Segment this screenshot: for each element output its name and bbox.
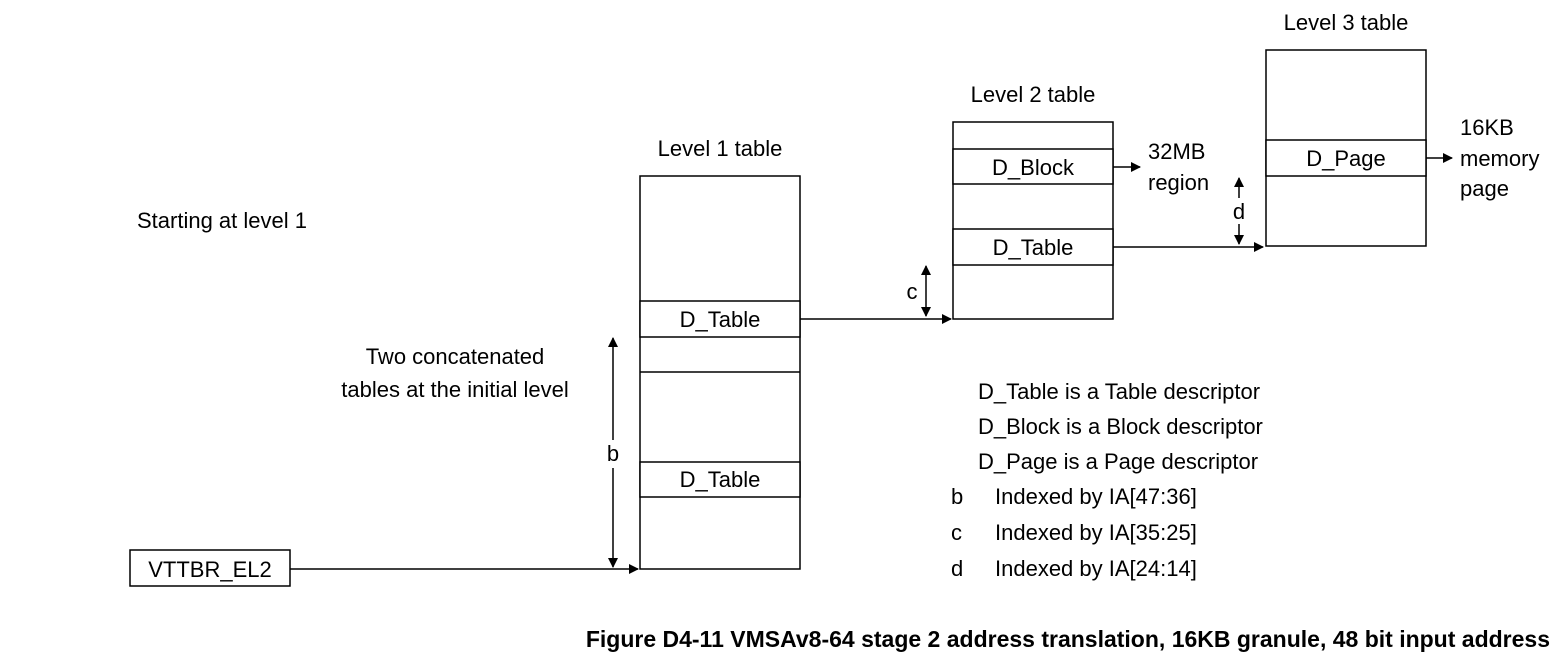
- concat-note-line1: Two concatenated: [366, 344, 545, 369]
- figure-caption: Figure D4-11 VMSAv8-64 stage 2 address t…: [586, 626, 1550, 652]
- level3-title: Level 3 table: [1284, 10, 1409, 35]
- level3-table: D_Page: [1265, 49, 1427, 247]
- legend-index-text-d: Indexed by IA[24:14]: [995, 556, 1197, 581]
- level2-table-entry-label: D_Table: [993, 235, 1074, 260]
- level1-entry-top-label: D_Table: [680, 307, 761, 332]
- index-c-label: c: [907, 279, 918, 304]
- legend-index-key-d: d: [951, 556, 963, 581]
- legend-descriptor-table: D_Table is a Table descriptor: [978, 379, 1260, 404]
- vttbr-el2-label: VTTBR_EL2: [148, 557, 272, 582]
- legend-index-text-c: Indexed by IA[35:25]: [995, 520, 1197, 545]
- page-output-line3: page: [1460, 176, 1509, 201]
- vttbr-el2-register: VTTBR_EL2: [129, 549, 291, 587]
- level2-table-entry: [952, 228, 1114, 266]
- level2-title: Level 2 table: [971, 82, 1096, 107]
- level1-entry-bottom: [639, 461, 801, 498]
- index-d-label: d: [1233, 199, 1245, 224]
- level2-table: D_Block D_Table: [952, 121, 1114, 320]
- block-output-line2: region: [1148, 170, 1209, 195]
- level1-entry-bottom-label: D_Table: [680, 467, 761, 492]
- legend-index-key-b: b: [951, 484, 963, 509]
- legend: D_Table is a Table descriptor D_Block is…: [951, 379, 1263, 581]
- block-output-line1: 32MB: [1148, 139, 1205, 164]
- legend-descriptor-block: D_Block is a Block descriptor: [978, 414, 1263, 439]
- legend-descriptor-page: D_Page is a Page descriptor: [978, 449, 1258, 474]
- level1-entry-top: [639, 300, 801, 338]
- legend-index-key-c: c: [951, 520, 962, 545]
- level2-block-entry-label: D_Block: [992, 155, 1075, 180]
- start-label: Starting at level 1: [137, 208, 307, 233]
- concat-note-line2: tables at the initial level: [341, 377, 568, 402]
- index-b-label: b: [607, 441, 619, 466]
- page-output-line2: memory: [1460, 146, 1539, 171]
- legend-index-text-b: Indexed by IA[47:36]: [995, 484, 1197, 509]
- page-output-line1: 16KB: [1460, 115, 1514, 140]
- level1-table: D_Table D_Table: [639, 175, 801, 570]
- level2-block-entry: [952, 148, 1114, 185]
- level3-page-entry-label: D_Page: [1306, 146, 1386, 171]
- level1-title: Level 1 table: [658, 136, 783, 161]
